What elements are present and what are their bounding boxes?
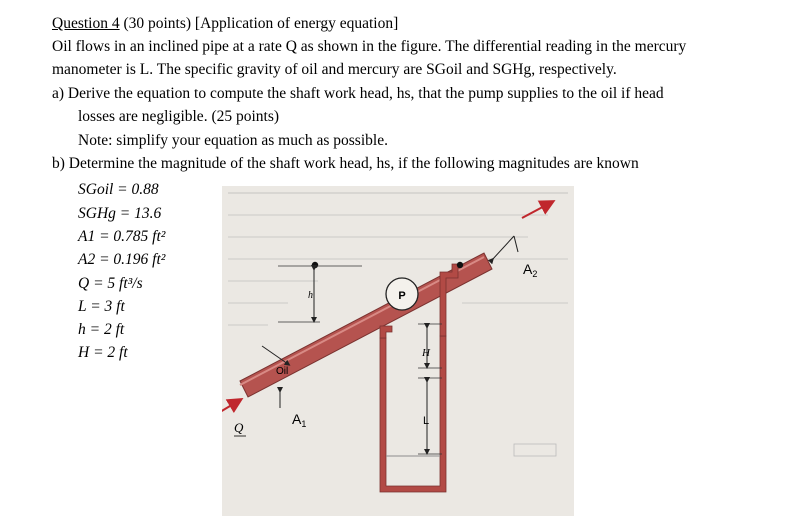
pipe-manometer-figure: P h H L Oil A2 A1 Q — [222, 186, 574, 516]
Q-label: Q — [234, 420, 244, 435]
oil-label: Oil — [276, 366, 288, 377]
question-number: Question 4 — [52, 15, 120, 32]
part-b-line: b) Determine the magnitude of the shaft … — [52, 155, 639, 172]
H-label: H — [421, 347, 431, 359]
given-h-small: h = 2 ft — [78, 321, 125, 338]
h-label: h — [308, 290, 313, 301]
question-title: (30 points) [Application of energy equat… — [119, 15, 399, 32]
part-a-line-2: losses are negligible. (25 points) — [78, 108, 280, 125]
given-sg-oil: SGoil = 0.88 — [78, 181, 159, 198]
given-q: Q = 5 ft³/s — [78, 275, 143, 292]
given-sg-hg: SGHg = 13.6 — [78, 205, 162, 222]
intro-line-2: manometer is L. The specific gravity of … — [52, 61, 617, 78]
pump-circle — [385, 277, 419, 311]
given-l: L = 3 ft — [78, 298, 125, 315]
intro-line-1: Oil flows in an inclined pipe at a rate … — [52, 38, 687, 55]
inlet-flow-arrow — [222, 397, 244, 414]
given-h-large: H = 2 ft — [78, 344, 128, 361]
given-a1: A1 = 0.785 ft² — [78, 228, 166, 245]
manometer-left-connector — [379, 325, 393, 339]
question-heading: Question 4 (30 points) [Application of e… — [52, 14, 398, 33]
left-tap-dot — [311, 261, 319, 269]
given-a2: A2 = 0.196 ft² — [78, 251, 166, 268]
outlet-flow-arrow — [521, 200, 556, 219]
part-a-line-1: a) Derive the equation to compute the sh… — [52, 85, 664, 102]
manometer-right-connector — [439, 263, 459, 337]
right-tap-dot — [456, 261, 464, 269]
pump-label: P — [398, 290, 405, 302]
note-line: Note: simplify your equation as much as … — [78, 132, 388, 149]
photo-background — [222, 186, 574, 516]
L-label: L — [423, 415, 429, 427]
